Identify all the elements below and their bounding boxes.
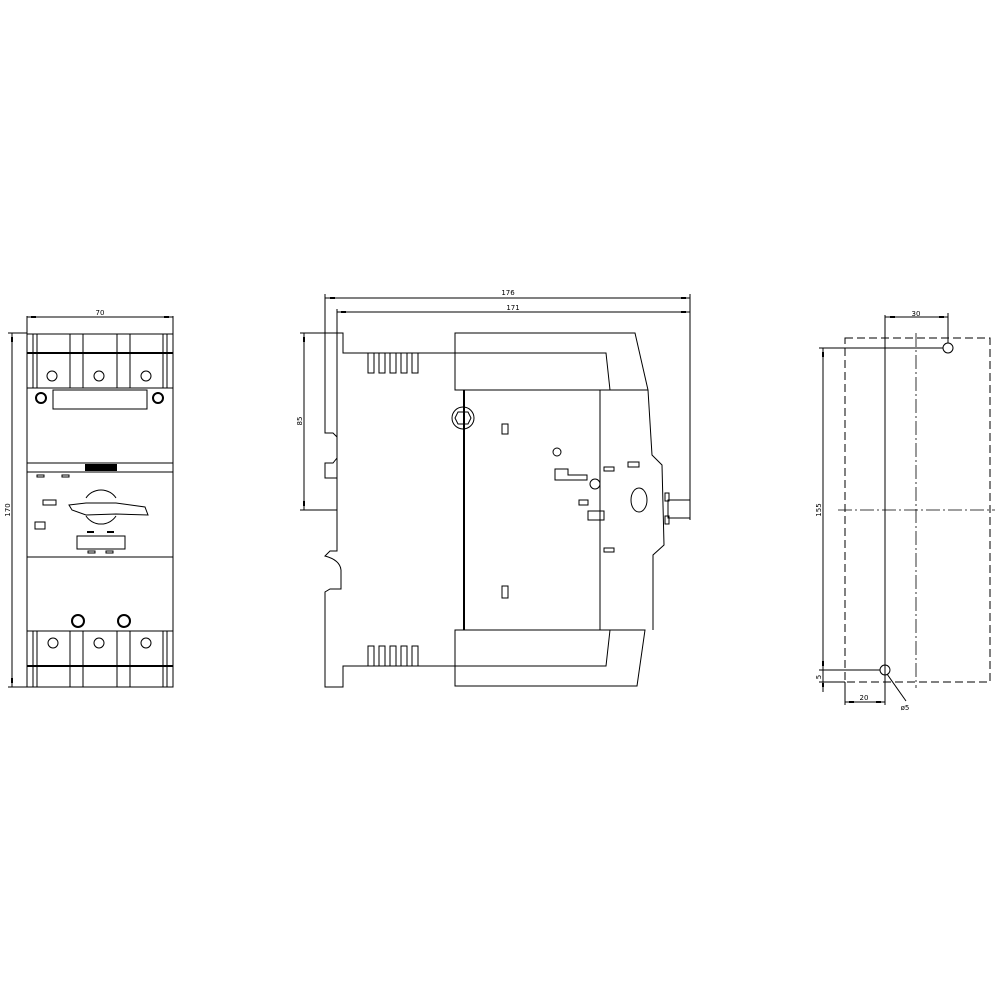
svg-text:5: 5 bbox=[815, 675, 823, 679]
hex-screw-icon bbox=[451, 406, 475, 430]
top-terminal-block bbox=[27, 333, 173, 410]
dimension-width: 70 bbox=[26, 309, 174, 334]
mounting-hole-icon bbox=[942, 342, 954, 354]
rotary-handle-icon bbox=[68, 489, 149, 525]
svg-text:70: 70 bbox=[96, 309, 105, 317]
vent-slots-top bbox=[367, 352, 419, 374]
drilling-plan: 30 155 5 20 ø5 bbox=[815, 310, 995, 712]
terminal-screw-icon bbox=[46, 370, 58, 382]
svg-text:85: 85 bbox=[296, 417, 304, 426]
svg-text:176: 176 bbox=[501, 289, 515, 297]
vent-slots-bottom bbox=[367, 645, 419, 667]
svg-text:ø5: ø5 bbox=[901, 704, 910, 712]
front-view: 70 170 bbox=[4, 309, 174, 688]
dimension-edge-offset-x: 20 bbox=[844, 682, 885, 705]
dimension-rail-height: 85 bbox=[296, 332, 337, 511]
dimension-height: 170 bbox=[4, 332, 27, 688]
terminal-screw-icon bbox=[140, 637, 152, 649]
label-plate bbox=[52, 389, 148, 410]
bottom-terminal-housing bbox=[454, 629, 646, 687]
svg-text:20: 20 bbox=[860, 694, 869, 702]
dimension-depth: 171 bbox=[336, 304, 690, 333]
bottom-terminal-block bbox=[27, 614, 173, 688]
dimension-overall-depth: 176 bbox=[324, 289, 691, 520]
terminal-screw-icon bbox=[93, 370, 105, 382]
brand-logo bbox=[85, 464, 117, 471]
trip-indicator-icon bbox=[630, 487, 648, 513]
svg-text:30: 30 bbox=[912, 310, 921, 318]
terminal-screw-icon bbox=[140, 370, 152, 382]
dimension-edge-offset-y: 5 bbox=[815, 675, 845, 687]
top-terminal-housing bbox=[454, 332, 649, 391]
svg-text:155: 155 bbox=[815, 503, 823, 516]
side-left-profile bbox=[324, 333, 455, 688]
svg-text:171: 171 bbox=[506, 304, 519, 312]
dimension-hole-spacing-x: 30 bbox=[885, 310, 949, 343]
side-view: 176 171 85 bbox=[296, 289, 691, 688]
svg-text:170: 170 bbox=[4, 503, 12, 516]
dimension-hole-spacing-y: 155 bbox=[815, 347, 943, 692]
side-right-profile bbox=[647, 389, 665, 630]
terminal-screw-icon bbox=[93, 637, 105, 649]
dimension-hole-diameter: ø5 bbox=[886, 673, 910, 712]
terminal-screw-icon bbox=[47, 637, 59, 649]
front-body-outline bbox=[26, 333, 174, 688]
shaft-extension bbox=[667, 499, 691, 519]
